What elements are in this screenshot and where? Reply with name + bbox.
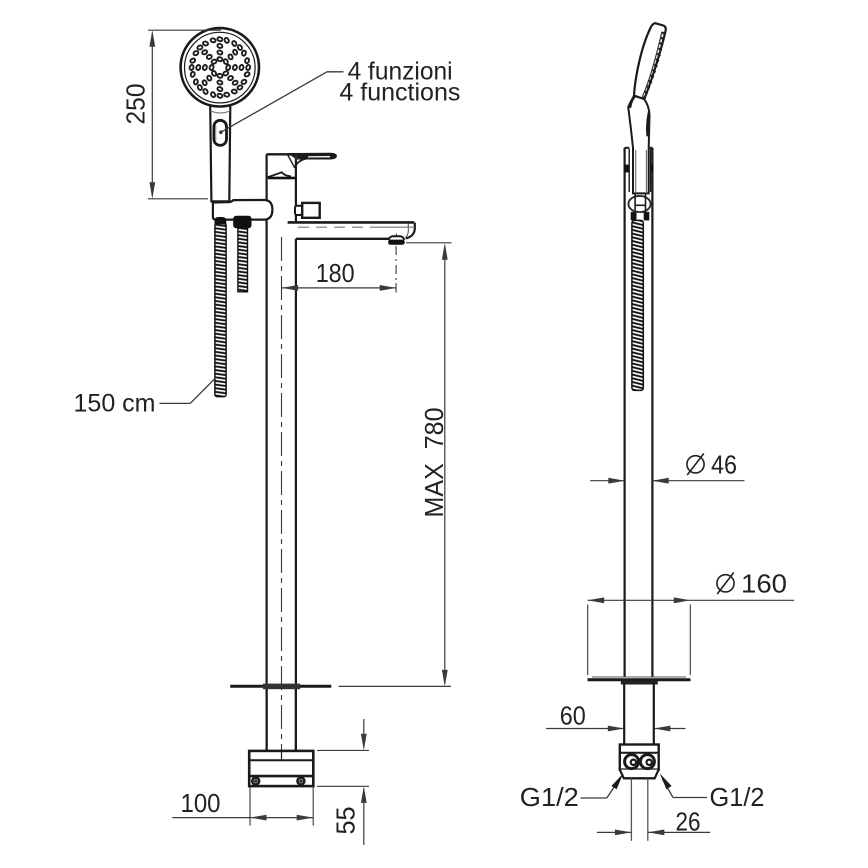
svg-text:100: 100: [181, 788, 221, 818]
svg-text:250: 250: [121, 84, 151, 125]
svg-text:55: 55: [331, 807, 361, 835]
svg-text:G1/2: G1/2: [710, 782, 765, 812]
svg-text:4 funzioni: 4 funzioni: [348, 58, 453, 86]
svg-text:MAX 780: MAX 780: [419, 408, 449, 518]
svg-text:160: 160: [741, 569, 787, 599]
svg-text:4 functions: 4 functions: [339, 79, 460, 107]
svg-text:180: 180: [316, 258, 355, 288]
svg-text:60: 60: [560, 701, 586, 731]
svg-text:46: 46: [711, 450, 737, 480]
svg-text:150 cm: 150 cm: [74, 390, 156, 418]
svg-text:G1/2: G1/2: [520, 782, 579, 812]
svg-text:26: 26: [676, 807, 701, 837]
